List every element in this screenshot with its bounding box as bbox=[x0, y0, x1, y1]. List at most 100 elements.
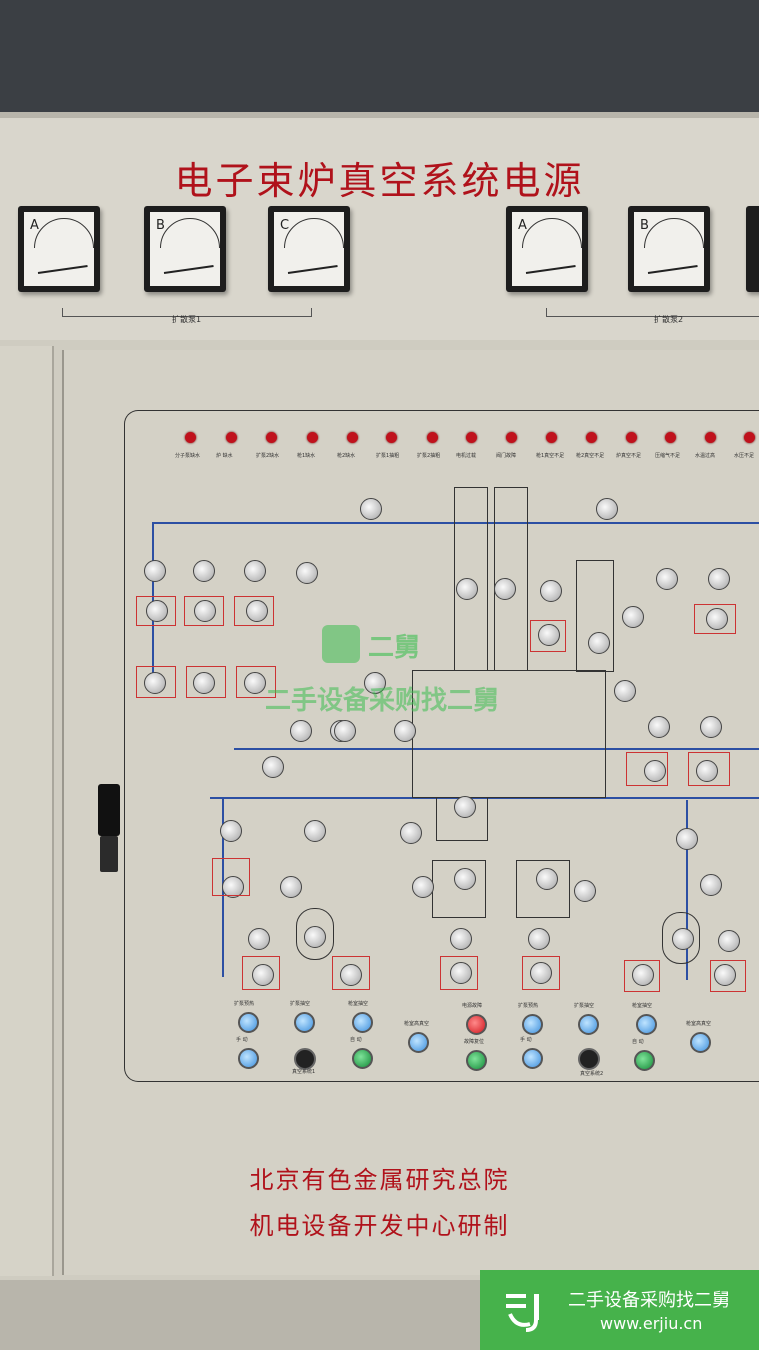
indicator-lamp bbox=[266, 432, 277, 443]
valve-icon bbox=[246, 600, 268, 622]
valve-icon bbox=[676, 828, 698, 850]
valve-icon bbox=[648, 716, 670, 738]
control-button-left-2[interactable] bbox=[352, 1012, 373, 1033]
mode-selector-right[interactable] bbox=[578, 1048, 600, 1070]
control-button-left-3[interactable] bbox=[408, 1032, 429, 1053]
valve-icon bbox=[540, 580, 562, 602]
indicator-lamp-label: 炉真空不足 bbox=[616, 453, 642, 459]
valve-icon bbox=[296, 562, 318, 584]
valve-frame bbox=[234, 596, 274, 626]
button-label: 手 动 bbox=[520, 1037, 532, 1043]
valve-icon bbox=[193, 672, 215, 694]
button-label: 枪室抽空 bbox=[348, 1001, 369, 1007]
indicator-lamp-label: 分子泵缺水 bbox=[175, 453, 201, 459]
control-button-right-0[interactable] bbox=[466, 1014, 487, 1035]
left-door bbox=[0, 346, 54, 1276]
meter-unit: B bbox=[156, 218, 165, 233]
panel-title: 电子束炉真空系统电源 bbox=[174, 159, 585, 203]
indicator-lamp bbox=[307, 432, 318, 443]
indicator-lamp-label: 扩泵2缺水 bbox=[256, 453, 280, 459]
valve-frame bbox=[136, 666, 176, 698]
badge-slogan: 二手设备采购找二舅 bbox=[568, 1290, 730, 1311]
valve-frame bbox=[184, 596, 224, 626]
valve-frame bbox=[530, 620, 566, 652]
button-label: 故障复位 bbox=[464, 1039, 485, 1045]
valve-icon bbox=[672, 928, 694, 950]
mode-selector-left[interactable] bbox=[294, 1048, 316, 1070]
button-label: 枪室高真空 bbox=[404, 1021, 430, 1027]
valve-icon bbox=[530, 962, 552, 984]
valve-frame bbox=[136, 596, 176, 626]
valve-icon bbox=[450, 962, 472, 984]
pipe-right-vertical bbox=[686, 800, 688, 980]
indicator-lamp bbox=[665, 432, 676, 443]
valve-icon bbox=[412, 876, 434, 898]
button-label: 扩泵预热 bbox=[234, 1001, 255, 1007]
button-label: 扩泵预热 bbox=[518, 1003, 539, 1009]
valve-icon bbox=[248, 928, 270, 950]
control-button-left-0[interactable] bbox=[238, 1012, 259, 1033]
maker-line-1: 北京有色金属研究总院 bbox=[249, 1166, 510, 1194]
auto-button-left[interactable] bbox=[352, 1048, 373, 1069]
valve-icon bbox=[708, 568, 730, 590]
gun-column-1 bbox=[494, 487, 528, 671]
handle-lever-icon[interactable] bbox=[98, 784, 120, 836]
indicator-lamp-label: 枪1缺水 bbox=[297, 453, 316, 459]
valve-icon bbox=[144, 672, 166, 694]
valve-frame bbox=[694, 604, 736, 634]
door-lock-icon bbox=[100, 836, 118, 872]
diffusion-pump-2 bbox=[662, 912, 700, 964]
corner-badge[interactable]: 二手设备采购找二舅 www.erjiu.cn bbox=[480, 1270, 759, 1350]
indicator-lamp bbox=[226, 432, 237, 443]
vacuum-system-diagram bbox=[124, 410, 759, 1082]
valve-icon bbox=[644, 760, 666, 782]
main-door bbox=[62, 350, 759, 1275]
valve-frame bbox=[688, 752, 730, 786]
erjiu-badge-icon bbox=[506, 1294, 539, 1332]
valve-frame bbox=[332, 956, 370, 990]
watermark-logo-text: 二舅 bbox=[368, 633, 421, 663]
control-button-right-1[interactable] bbox=[522, 1014, 543, 1035]
valve-icon bbox=[290, 720, 312, 742]
button-label: 电源故障 bbox=[462, 1003, 483, 1009]
indicator-lamp-label: 扩泵2抽粗 bbox=[417, 453, 441, 459]
valve-icon bbox=[220, 820, 242, 842]
meter-unit: A bbox=[30, 218, 39, 233]
button-label: 枪室抽空 bbox=[632, 1003, 653, 1009]
valve-icon bbox=[450, 928, 472, 950]
indicator-lamp-label: 电机过载 bbox=[456, 453, 477, 459]
indicator-lamp-label: 炉 缺水 bbox=[216, 453, 233, 459]
valve-icon bbox=[360, 498, 382, 520]
manual-button-left[interactable] bbox=[238, 1048, 259, 1069]
pipe-main-upper bbox=[152, 522, 759, 524]
valve-icon bbox=[622, 606, 644, 628]
control-button-right-2[interactable] bbox=[578, 1014, 599, 1035]
badge-url[interactable]: www.erjiu.cn bbox=[600, 1314, 703, 1333]
feed-column bbox=[576, 560, 614, 672]
ammeter-a2: A bbox=[506, 206, 588, 292]
indicator-lamp-label: 枪2真空不足 bbox=[576, 453, 605, 459]
valve-frame bbox=[236, 666, 276, 698]
valve-icon bbox=[340, 964, 362, 986]
valve-icon bbox=[706, 608, 728, 630]
ammeter-b1: B bbox=[144, 206, 226, 292]
manual-button-right[interactable] bbox=[522, 1048, 543, 1069]
door-handle[interactable] bbox=[96, 784, 124, 874]
control-button-right-4[interactable] bbox=[690, 1032, 711, 1053]
indicator-lamp-label: 水温过高 bbox=[695, 453, 716, 459]
indicator-lamp bbox=[466, 432, 477, 443]
indicator-lamp bbox=[744, 432, 755, 443]
button-label: 真空系统2 bbox=[580, 1071, 604, 1077]
control-button-left-1[interactable] bbox=[294, 1012, 315, 1033]
valve-icon bbox=[146, 600, 168, 622]
auto-button-right[interactable] bbox=[634, 1050, 655, 1071]
indicator-lamp-label: 压缩气不足 bbox=[655, 453, 681, 459]
valve-icon bbox=[454, 868, 476, 890]
valve-icon bbox=[632, 964, 654, 986]
valve-icon bbox=[588, 632, 610, 654]
control-button-right-3[interactable] bbox=[636, 1014, 657, 1035]
valve-icon bbox=[244, 560, 266, 582]
fault-reset-button[interactable] bbox=[466, 1050, 487, 1071]
valve-icon bbox=[538, 624, 560, 646]
button-label: 自 动 bbox=[350, 1037, 362, 1043]
